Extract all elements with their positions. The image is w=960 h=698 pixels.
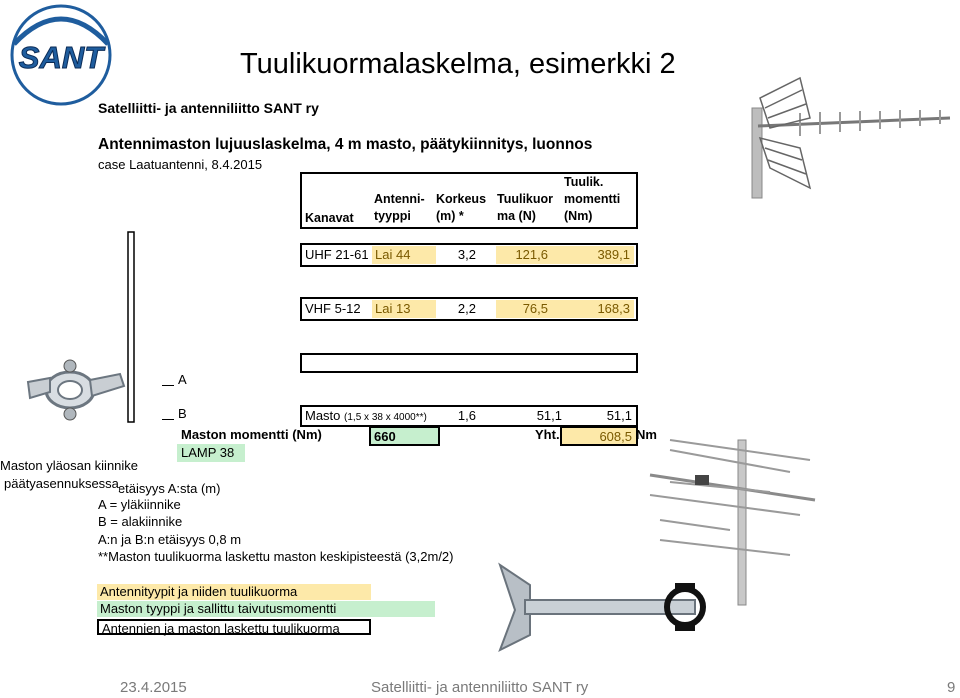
- cell-kuorma: 121,6: [515, 247, 548, 262]
- label-b: B: [178, 406, 187, 421]
- cell-momentti: 168,3: [597, 301, 630, 316]
- table-row-masto: Masto (1,5 x 38 x 4000**) 1,6 51,1 51,1: [300, 405, 638, 427]
- lamp-badge: LAMP 38: [177, 444, 245, 462]
- bracket-caption-2: päätyasennuksessa: [4, 476, 119, 491]
- table-row-uhf: UHF 21-61 Lai 44 3,2 121,6 389,1: [300, 243, 638, 267]
- sant-logo: SANT: [8, 4, 114, 106]
- cell-kuorma: 51,1: [536, 408, 562, 423]
- header-tuulikuorma-2: ma (N): [497, 209, 536, 223]
- cell-kanava: UHF 21-61: [305, 247, 369, 262]
- cell-kuorma: 76,5: [522, 301, 548, 316]
- mast-drawing: [126, 231, 136, 423]
- legend-mast: Maston tyyppi ja sallittu taivutusmoment…: [97, 601, 435, 617]
- legend-calculated: Antennien ja maston laskettu tuulikuorma: [97, 619, 371, 636]
- case-line: case Laatuantenni, 8.4.2015: [98, 157, 263, 172]
- legend-antenna: Antennityypit ja niiden tuulikuorma: [97, 584, 371, 600]
- uhf-antenna-image: [740, 68, 955, 199]
- total-unit: Nm: [636, 427, 657, 442]
- mark-b: B: [162, 406, 187, 421]
- mark-a: A: [162, 372, 187, 387]
- masto-dims: (1,5 x 38 x 4000**): [344, 412, 427, 423]
- total-value: 608,5: [560, 426, 638, 446]
- header-tuulikuorma-1: Tuulikuor: [497, 192, 554, 206]
- mast-bracket-image: [20, 352, 130, 422]
- org-line: Satelliitti- ja antenniliitto SANT ry: [98, 100, 319, 116]
- header-momentti-3: (Nm): [564, 209, 593, 223]
- note-3: B = alakiinnike: [98, 514, 183, 529]
- header-korkeus-2: (m) *: [436, 209, 464, 223]
- header-kanavat: Kanavat: [305, 211, 354, 225]
- svg-text:SANT: SANT: [19, 40, 106, 75]
- cell-masto-label: Masto (1,5 x 38 x 4000**): [305, 407, 427, 427]
- total-label: Yht.: [535, 427, 560, 442]
- cell-kuorma-bg: [496, 246, 634, 264]
- table-row-empty: [300, 353, 638, 373]
- cell-korkeus: 1,6: [457, 408, 476, 423]
- label-a: A: [178, 372, 187, 387]
- footer-page-number: 9: [947, 679, 956, 696]
- table-header-frame: [300, 172, 638, 229]
- note-1: * = etäisyys A:sta (m): [98, 481, 221, 496]
- cell-korkeus: 2,2: [457, 301, 476, 316]
- header-antenni-1: Antenni-: [374, 192, 425, 206]
- header-momentti-2: momentti: [564, 192, 621, 206]
- footer-date: 23.4.2015: [120, 679, 187, 696]
- cell-kanava: VHF 5-12: [305, 301, 361, 316]
- cell-momentti: 389,1: [597, 247, 630, 262]
- note-4: A:n ja B:n etäisyys 0,8 m: [98, 532, 242, 547]
- mast-moment-label: Maston momentti (Nm): [181, 427, 322, 442]
- mast-moment-value: 660: [369, 426, 440, 446]
- slide-title: Tuulikuormalaskelma, esimerkki 2: [240, 48, 676, 80]
- wall-bracket-image: [490, 555, 720, 655]
- bracket-caption-1: Maston yläosan kiinnike: [0, 458, 139, 473]
- table-row-vhf: VHF 5-12 Lai 13 2,2 76,5 168,3: [300, 297, 638, 321]
- masto-label: Masto: [305, 408, 341, 423]
- cell-tyyppi: Lai 13: [372, 300, 436, 318]
- header-korkeus-1: Korkeus: [436, 192, 487, 206]
- footer-org: Satelliitti- ja antenniliitto SANT ry: [371, 679, 589, 696]
- cell-korkeus: 3,2: [457, 247, 476, 262]
- cell-tyyppi: Lai 44: [372, 246, 436, 264]
- cell-kuorma-bg: [496, 300, 634, 318]
- header-momentti-1: Tuulik.: [564, 175, 604, 189]
- note-2: A = yläkiinnike: [98, 497, 181, 512]
- vhf-antenna-image: [640, 420, 820, 606]
- note-5: **Maston tuulikuorma laskettu maston kes…: [98, 549, 454, 564]
- header-antenni-2: tyyppi: [374, 209, 411, 223]
- cell-momentti: 51,1: [606, 408, 632, 423]
- calculation-heading: Antennimaston lujuuslaskelma, 4 m masto,…: [98, 136, 593, 153]
